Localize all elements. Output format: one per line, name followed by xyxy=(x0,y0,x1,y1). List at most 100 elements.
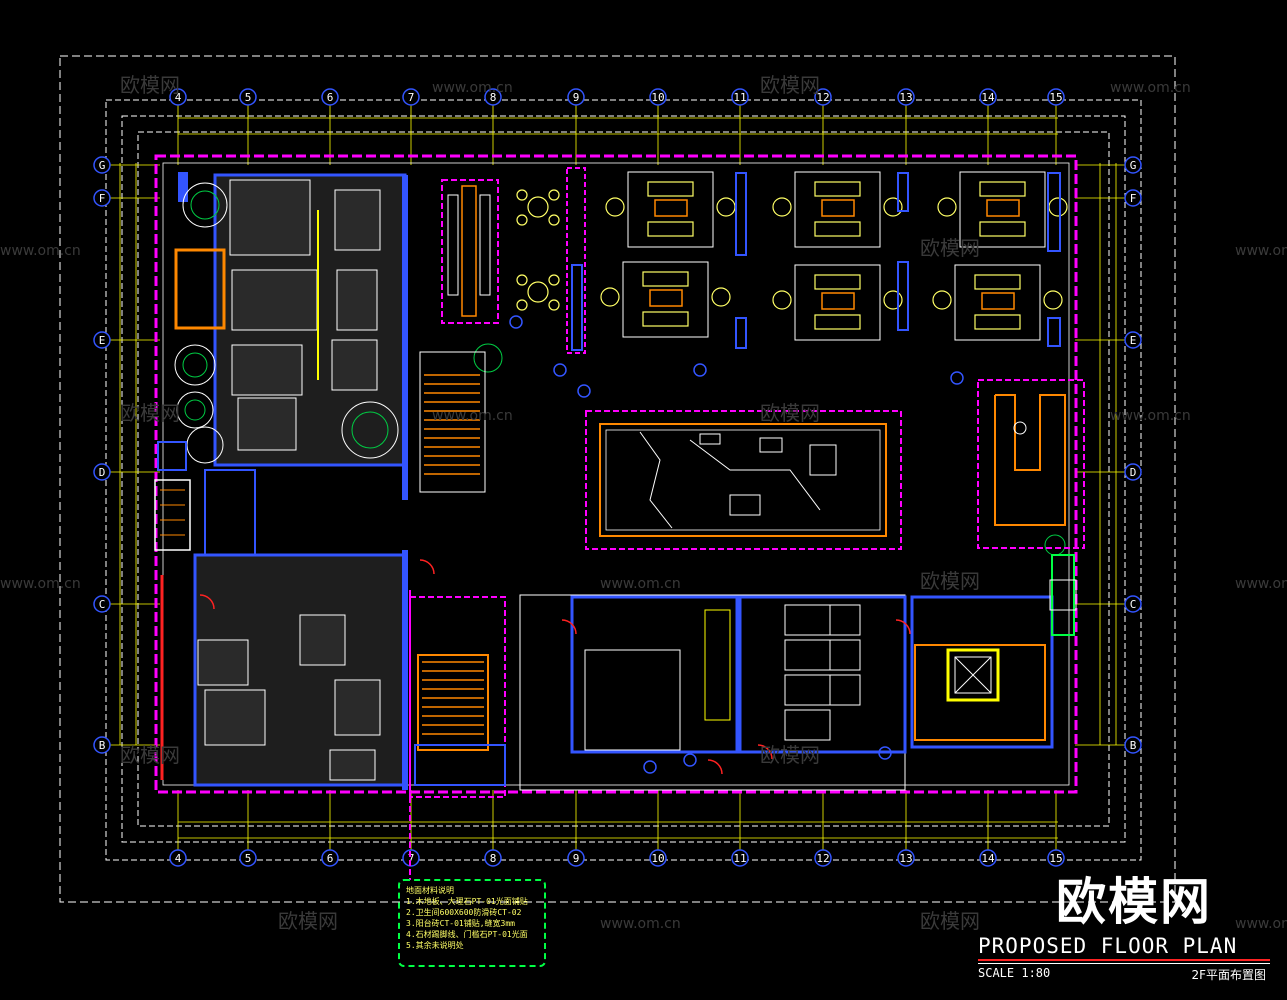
watermarks: 欧模网 www.om.cn 欧模网 www.om.cn www.om.cn 欧模网 www.… xyxy=(0,73,1287,933)
grid-bubble-row xyxy=(1124,595,1142,613)
grid-row-label: E xyxy=(1130,334,1137,347)
lounge-group xyxy=(932,264,1063,341)
reception-desk xyxy=(977,379,1085,549)
lounge-group xyxy=(772,264,903,341)
grid-bubble-row xyxy=(93,331,111,349)
watermark-text: www.om.cn xyxy=(1235,243,1287,259)
watermark-text: 欧模网 xyxy=(760,73,820,97)
grid-column-label: 5 xyxy=(245,91,252,104)
grid-bubble-col xyxy=(897,88,915,106)
watermark-text: 欧模网 xyxy=(120,743,180,767)
grid-column-label: 7 xyxy=(408,852,415,865)
watermark-text: www.om.cn xyxy=(600,576,681,592)
grid-bubble-col xyxy=(814,849,832,867)
grid-column-label: 4 xyxy=(175,91,182,104)
grid-bubble-col xyxy=(649,88,667,106)
grid-row-label: G xyxy=(99,159,106,172)
drawing-title: PROPOSED FLOOR PLAN xyxy=(978,934,1238,958)
grid-column-label: 9 xyxy=(573,852,580,865)
partition-screens xyxy=(566,167,1061,354)
grid-bubble-row xyxy=(1124,156,1142,174)
title-underline xyxy=(978,959,1270,961)
exhibition-table xyxy=(585,410,902,550)
grid-bubble-col xyxy=(402,88,420,106)
grid-column-label: 14 xyxy=(981,852,995,865)
grid-row-label: D xyxy=(99,466,106,479)
watermark-text: 欧模网 xyxy=(920,236,980,260)
lower-center-rooms xyxy=(519,594,907,791)
brand-logo-text: 欧模网 xyxy=(1056,873,1212,931)
grid-bubble-row xyxy=(93,189,111,207)
watermark-text: www.om.cn xyxy=(0,576,81,592)
grid-bubble-col xyxy=(484,88,502,106)
grid-bubble-col xyxy=(649,849,667,867)
grid-row-label: B xyxy=(1130,739,1137,752)
bar-counter xyxy=(441,179,499,324)
grid-bubble-col xyxy=(814,88,832,106)
grid-bubble-row xyxy=(1124,331,1142,349)
note-line: 地面材料说明 xyxy=(406,886,454,895)
watermark-text: www.om.cn xyxy=(0,243,81,259)
note-line: 4.石材踢脚线、门槛石PT-01光面 xyxy=(406,930,528,939)
grid-bubble-col xyxy=(731,88,749,106)
grid-bubble-col xyxy=(731,849,749,867)
grid-row-label: D xyxy=(1130,466,1137,479)
dimension-lines xyxy=(119,117,1117,839)
grid-row-label: B xyxy=(99,739,106,752)
grid-bubble-col xyxy=(1047,88,1065,106)
grid-column-label: 8 xyxy=(490,91,497,104)
grid-column-label: 14 xyxy=(981,91,995,104)
grid-bubble-row xyxy=(1124,463,1142,481)
grid-bubble-row xyxy=(93,736,111,754)
watermark-text: www.om.cn xyxy=(1110,80,1191,96)
drawing-scale: SCALE 1:80 xyxy=(978,966,1051,980)
grid-row-label: E xyxy=(99,334,106,347)
grid-column-label: 12 xyxy=(816,852,829,865)
note-line: 1.木地板、大理石PT-01光面铺贴 xyxy=(406,897,528,906)
grid-bubble-row xyxy=(93,463,111,481)
drawing-name-cn: 2F平面布置图 xyxy=(1191,968,1266,982)
round-dining-tables xyxy=(516,189,560,311)
apartment-lower-left xyxy=(160,550,408,790)
section-markers xyxy=(509,315,964,774)
grid-bubble-row xyxy=(93,595,111,613)
watermark-text: 欧模网 xyxy=(920,569,980,593)
watermark-text: 欧模网 xyxy=(120,401,180,425)
grid-column-label: 5 xyxy=(245,852,252,865)
watermark-text: www.om.cn xyxy=(1235,576,1287,592)
lounge-group xyxy=(600,261,731,338)
lower-left-stair xyxy=(409,596,506,798)
grid-bubble-col xyxy=(239,849,257,867)
grid-column-label: 8 xyxy=(490,852,497,865)
grid-bubble-col xyxy=(1047,849,1065,867)
watermark-text: www.om.cn xyxy=(600,916,681,932)
grid-column-label: 9 xyxy=(573,91,580,104)
grid-column-label: 4 xyxy=(175,852,182,865)
grid-column-label: 10 xyxy=(651,852,664,865)
material-notes-box: 地面材料说明 1.木地板、大理石PT-01光面铺贴 2.卫生间600X600防滑砖C… xyxy=(398,879,546,967)
grid-bubble-col xyxy=(897,849,915,867)
watermark-text: 欧模网 xyxy=(760,401,820,425)
watermark-text: 欧模网 xyxy=(278,909,338,933)
lounge-seating-groups xyxy=(600,171,1068,341)
grid-column-label: 15 xyxy=(1049,91,1062,104)
grid-column-label: 11 xyxy=(733,852,746,865)
building-inner-line xyxy=(162,162,1070,786)
grid-row-label: F xyxy=(99,192,106,205)
grid-bubble-col xyxy=(567,849,585,867)
grid-bubble-row xyxy=(93,156,111,174)
door-swings xyxy=(199,559,911,775)
lounge-group xyxy=(605,171,736,248)
watermark-text: 欧模网 xyxy=(120,73,180,97)
grid-row-label: C xyxy=(99,598,106,611)
note-line: 2.卫生间600X600防滑砖CT-02 xyxy=(406,908,522,917)
title-block: PROPOSED FLOOR PLAN SCALE 1:80 2F平面布置图 xyxy=(978,934,1270,984)
watermark-text: www.om.cn xyxy=(432,408,513,424)
building-outline xyxy=(154,154,1078,794)
material-notes-list: 地面材料说明 1.木地板、大理石PT-01光面铺贴 2.卫生间600X600防滑砖C… xyxy=(406,885,538,951)
watermark-text: www.om.cn xyxy=(1110,408,1191,424)
grid-bubble-col xyxy=(239,88,257,106)
grid-bubble-col xyxy=(321,849,339,867)
